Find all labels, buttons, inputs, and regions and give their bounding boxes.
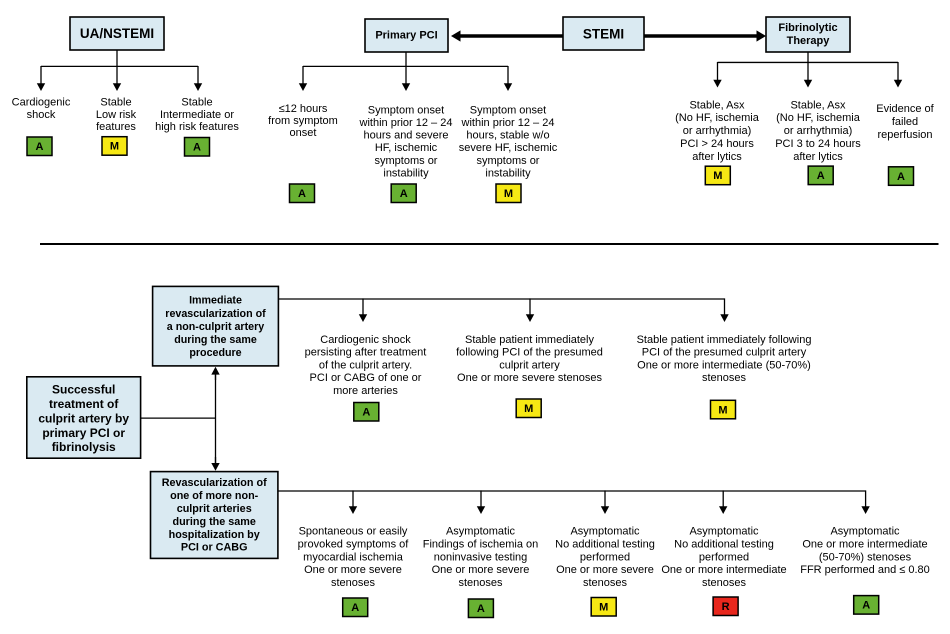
svg-text:M: M [110,141,119,153]
svg-text:STEMI: STEMI [583,27,624,42]
svg-text:M: M [713,170,722,182]
svg-text:Primary PCI: Primary PCI [375,30,437,42]
svg-text:M: M [718,404,727,416]
svg-text:M: M [504,188,513,200]
svg-text:UA/NSTEMI: UA/NSTEMI [80,26,154,41]
svg-text:A: A [351,602,359,614]
svg-text:A: A [862,600,870,612]
svg-text:A: A [477,603,485,615]
svg-text:A: A [298,188,306,200]
svg-text:A: A [817,170,825,182]
svg-text:A: A [362,407,370,419]
svg-text:A: A [897,171,905,183]
svg-text:A: A [400,188,408,200]
svg-text:M: M [524,403,533,415]
svg-text:Stable patient immediately fol: Stable patient immediately followingPCI … [637,334,812,384]
svg-text:R: R [722,601,730,613]
svg-text:A: A [193,142,201,154]
svg-text:A: A [36,141,44,153]
svg-text:M: M [599,602,608,614]
